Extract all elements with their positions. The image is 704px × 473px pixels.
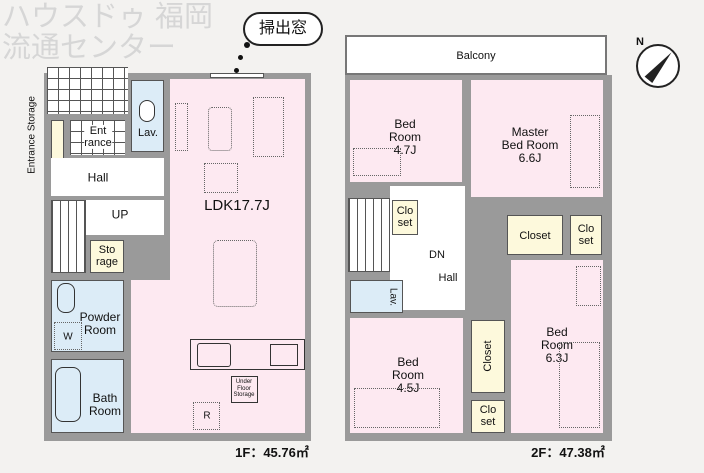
- callout-dot: [244, 42, 250, 48]
- washer-label: W: [63, 331, 73, 343]
- floor1-area-label: 1F：45.76㎡: [235, 444, 309, 460]
- bed-icon: [559, 342, 600, 428]
- bed-icon: [354, 388, 440, 428]
- entrance-label: Ent rance: [84, 124, 112, 150]
- compass: [636, 44, 680, 88]
- storage-1f-label: Sto rage: [95, 243, 119, 268]
- closet-vertical: [471, 320, 505, 393]
- sink-icon: [197, 343, 231, 367]
- bathtub-icon: [55, 367, 81, 422]
- storage-1f: [90, 240, 124, 273]
- entrance-storage-label: Entrance Storage: [26, 96, 38, 174]
- chair-icon: [204, 163, 238, 193]
- fridge-space: [193, 402, 220, 430]
- bath-room-label: Bath Room: [88, 390, 122, 418]
- closet-vertical-label: Closet: [481, 340, 494, 372]
- closet-hall: [392, 200, 418, 235]
- hall-1f: [51, 158, 164, 196]
- sweep-window-callout: [243, 12, 323, 46]
- desk-icon: [576, 266, 601, 306]
- sofa-icon: [253, 97, 284, 157]
- lav-2f: [350, 280, 403, 313]
- bed-room-4-5: [350, 318, 463, 433]
- closet-small: [471, 400, 505, 433]
- bed-room-4-7-label: Bed Room 4.7J: [388, 117, 422, 158]
- closet-master: [507, 215, 563, 255]
- watermark: ハウスドゥ 福岡流通センター: [2, 1, 214, 64]
- table-icon: [208, 107, 232, 151]
- lav-1f-label: Lav.: [138, 126, 158, 139]
- window-sweep: [210, 73, 264, 78]
- balcony: [345, 35, 607, 75]
- master-bed-room-label: Master Bed Room 6.6J: [501, 125, 559, 166]
- tv-board-icon: [175, 103, 188, 151]
- powder-room-label: Powder Room: [79, 309, 121, 337]
- washbasin-icon: [57, 283, 75, 313]
- closet-master-2: [570, 215, 602, 255]
- bed-room-4-7: [350, 80, 462, 182]
- stairs-1f[interactable]: [51, 200, 86, 273]
- closet-hall-label: Clo set: [396, 204, 414, 229]
- hall-1f-label: Hall: [87, 170, 109, 185]
- hall-2f-label: Hall: [438, 271, 458, 284]
- bed-room-6-3: [511, 260, 603, 433]
- powder-room: [51, 280, 124, 352]
- callout-dot: [234, 68, 239, 73]
- stove-icon: [270, 344, 298, 366]
- compass-n-label: N: [636, 35, 644, 48]
- fridge-label: R: [203, 410, 211, 422]
- lav-2f-label: Lav.: [387, 287, 399, 307]
- closet-master-2-label: Clo set: [577, 222, 595, 247]
- ldk-label: LDK17.7J: [204, 196, 270, 214]
- master-bed-room: [471, 80, 603, 197]
- washer-space: [54, 322, 82, 350]
- sweep-window-label: 掃出窓: [258, 20, 308, 38]
- bed-room-4-5-label: Bed Room 4.5J: [391, 355, 425, 396]
- bed-icon: [570, 115, 600, 188]
- under-floor-storage-label: Under Floor Storage: [233, 379, 255, 399]
- bed-room-6-3-label: Bed Room 6.3J: [540, 325, 574, 366]
- bath-room: [51, 359, 124, 433]
- closet-small-label: Clo set: [479, 403, 497, 428]
- up-label: UP: [111, 207, 129, 222]
- stair-landing-1f: [86, 200, 164, 235]
- stairs-2f[interactable]: [348, 198, 390, 272]
- closet-master-label: Closet: [519, 229, 551, 242]
- dn-label: DN: [429, 248, 445, 261]
- dining-table-icon: [213, 240, 257, 307]
- bed-icon: [353, 148, 401, 176]
- entrance-porch: [47, 67, 128, 114]
- balcony-label: Balcony: [456, 49, 496, 62]
- callout-dot: [238, 55, 243, 60]
- lav-1f: [131, 80, 164, 152]
- toilet-icon: [139, 100, 155, 122]
- floor2-area-label: 2F：47.38㎡: [531, 444, 605, 460]
- under-floor-storage: [231, 376, 258, 403]
